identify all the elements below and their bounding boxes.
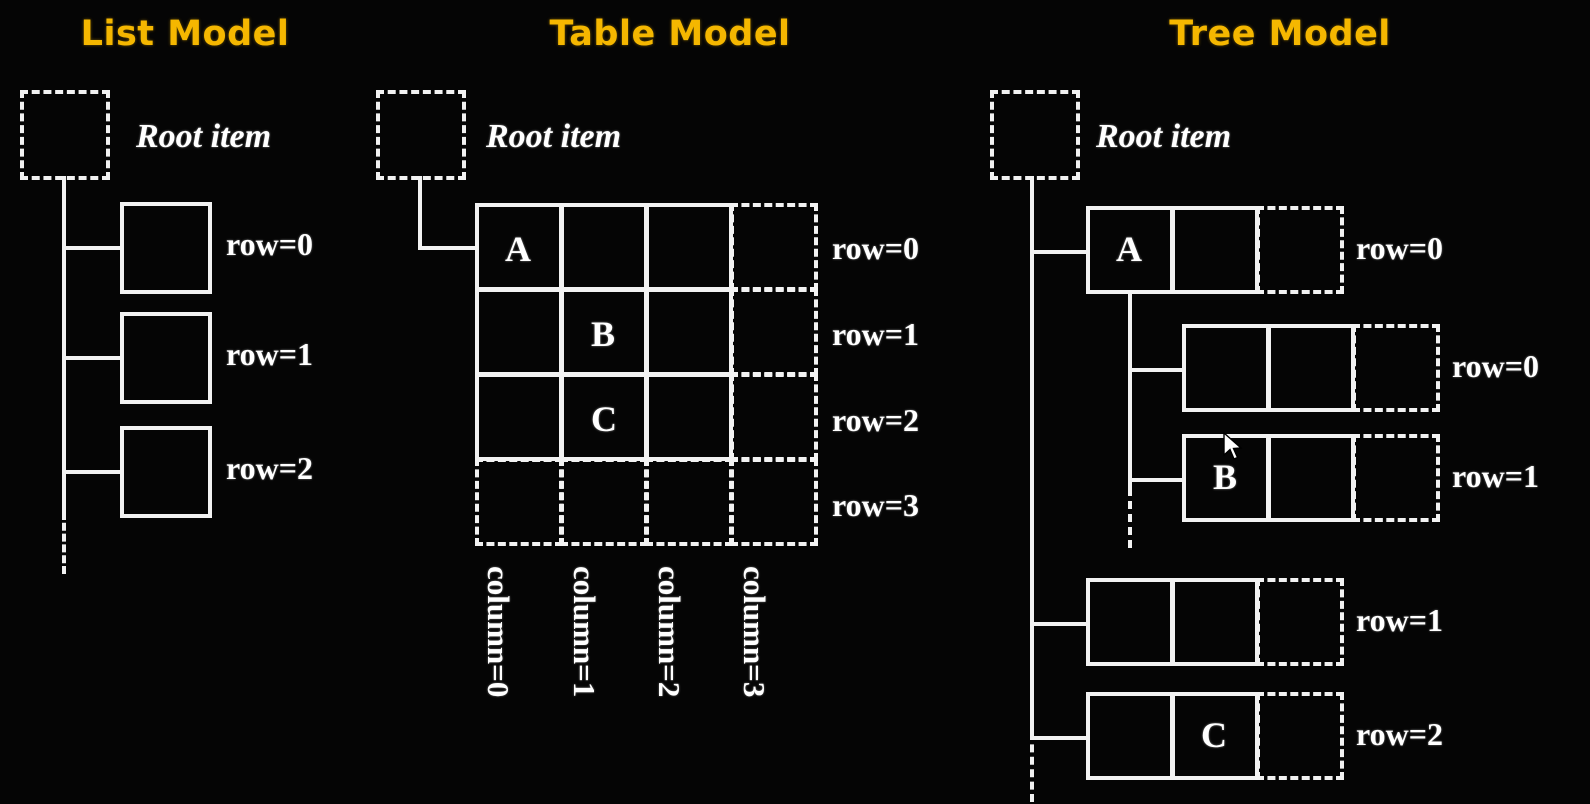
list-trunk-line — [62, 176, 66, 516]
table-column-label-0: column=0 — [481, 566, 516, 698]
tree-child-branch-line-0 — [1128, 368, 1186, 372]
table-row-label-2: row=2 — [832, 402, 919, 438]
list-branch-line-2 — [62, 470, 124, 474]
table-cell-r1c3 — [730, 288, 818, 376]
list-item-box-0 — [120, 202, 212, 294]
list-trunk-line-dashed-tail — [62, 512, 66, 574]
list-root-item-label: Root item — [136, 118, 272, 155]
table-row-label-0: row=0 — [832, 230, 919, 266]
list-model-title: List Model — [80, 14, 290, 54]
panel-list-model: List Model Root item row=0 row=1 row=2 — [0, 0, 370, 804]
tree-branch-line-row2 — [1030, 736, 1090, 740]
tree-row2-cell-0 — [1086, 692, 1174, 780]
table-cell-r0c2 — [645, 203, 733, 291]
tree-root-item-box — [990, 90, 1080, 180]
list-branch-line-0 — [62, 246, 124, 250]
panel-tree-model: Tree Model Root item A row=0 row=0 B row… — [970, 0, 1590, 804]
table-cell-r2c2 — [645, 373, 733, 461]
list-item-box-2 — [120, 426, 212, 518]
table-model-title: Table Model — [549, 14, 791, 54]
table-root-item-label: Root item — [486, 118, 622, 155]
list-root-item-box — [20, 90, 110, 180]
tree-child-row0-cell-0 — [1182, 324, 1270, 412]
tree-cell-text-c: C — [1201, 715, 1227, 755]
table-cell-r0c3 — [730, 203, 818, 291]
table-grid: A B C — [475, 203, 819, 553]
tree-trunk-line — [1030, 176, 1034, 736]
list-row-label-1: row=1 — [226, 336, 313, 372]
table-root-connector-horizontal — [418, 246, 478, 250]
list-item-box-1 — [120, 312, 212, 404]
tree-row2-cell-2 — [1256, 692, 1344, 780]
tree-child-row0-cell-1 — [1267, 324, 1355, 412]
table-cell-r3c2 — [645, 458, 733, 546]
tree-cell-text-a: A — [1116, 229, 1142, 269]
panel-table-model: Table Model Root item — [370, 0, 970, 804]
table-row-label-1: row=1 — [832, 316, 919, 352]
table-cell-r0c1 — [560, 203, 648, 291]
table-column-label-1: column=1 — [567, 566, 602, 698]
table-cell-text-a: A — [505, 229, 531, 269]
table-cell-r2c0 — [475, 373, 563, 461]
tree-child-row-label-1: row=1 — [1452, 458, 1539, 494]
tree-subtrunk-line-dashed-tail — [1128, 488, 1132, 548]
tree-child-row-label-0: row=0 — [1452, 348, 1539, 384]
tree-row1-cell-0 — [1086, 578, 1174, 666]
table-cell-r3c0 — [475, 458, 563, 546]
tree-row-a-cell-1 — [1171, 206, 1259, 294]
table-root-item-box — [376, 90, 466, 180]
table-root-connector-vertical — [418, 176, 422, 250]
tree-branch-line-row1 — [1030, 622, 1090, 626]
tree-row-label-row2: row=2 — [1356, 716, 1443, 752]
table-cell-r2c3 — [730, 373, 818, 461]
tree-trunk-line-dashed-tail — [1030, 732, 1034, 802]
table-cell-r3c3 — [730, 458, 818, 546]
list-row-label-0: row=0 — [226, 226, 313, 262]
tree-root-item-label: Root item — [1096, 118, 1232, 155]
tree-child-row0-cell-2 — [1352, 324, 1440, 412]
tree-model-title: Tree Model — [1169, 14, 1391, 54]
tree-row-a-cell-2 — [1256, 206, 1344, 294]
tree-row-label-row1: row=1 — [1356, 602, 1443, 638]
list-branch-line-1 — [62, 356, 124, 360]
table-cell-r1c2 — [645, 288, 733, 376]
table-column-label-2: column=2 — [652, 566, 687, 698]
table-cell-r3c1 — [560, 458, 648, 546]
tree-child-row1-cell-1 — [1267, 434, 1355, 522]
table-cell-text-c: C — [591, 399, 617, 439]
table-column-label-3: column=3 — [737, 566, 772, 698]
table-row-label-3: row=3 — [832, 487, 919, 523]
tree-row1-cell-2 — [1256, 578, 1344, 666]
tree-branch-line-a — [1030, 250, 1090, 254]
tree-row-label-a: row=0 — [1356, 230, 1443, 266]
tree-row1-cell-1 — [1171, 578, 1259, 666]
table-cell-text-b: B — [591, 314, 616, 354]
tree-child-branch-line-1 — [1128, 478, 1186, 482]
tree-child-row1-cell-2 — [1352, 434, 1440, 522]
list-row-label-2: row=2 — [226, 450, 313, 486]
tree-subtrunk-line — [1128, 292, 1132, 492]
table-cell-r1c0 — [475, 288, 563, 376]
tree-cell-text-b: B — [1213, 457, 1238, 497]
